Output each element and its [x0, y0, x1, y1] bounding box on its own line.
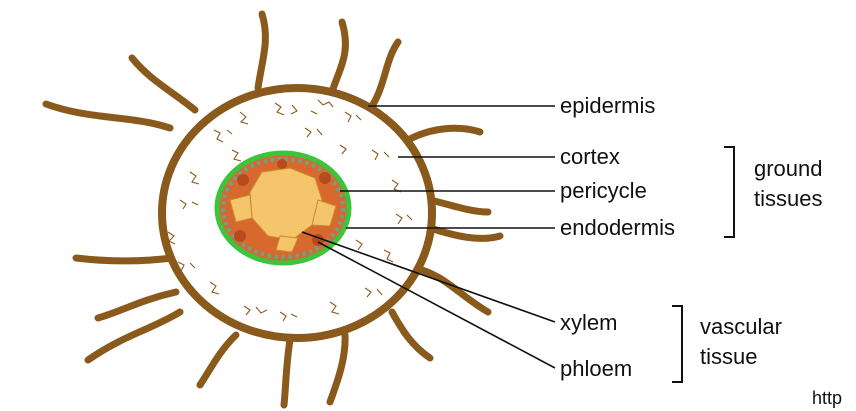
label-epidermis: epidermis	[560, 93, 655, 118]
vascular-tissue-bracket	[672, 306, 682, 382]
label-endodermis: endodermis	[560, 215, 675, 240]
label-xylem: xylem	[560, 310, 617, 335]
watermark-url: http	[812, 388, 842, 409]
ground-tissues-bracket	[724, 147, 734, 237]
group-ground-line2: tissues	[754, 186, 822, 211]
group-vascular-line2: tissue	[700, 344, 757, 369]
label-phloem: phloem	[560, 356, 632, 381]
label-pericycle: pericycle	[560, 178, 647, 203]
label-cortex: cortex	[560, 144, 620, 169]
group-ground-line1: ground	[754, 156, 823, 181]
group-vascular-line1: vascular	[700, 314, 782, 339]
